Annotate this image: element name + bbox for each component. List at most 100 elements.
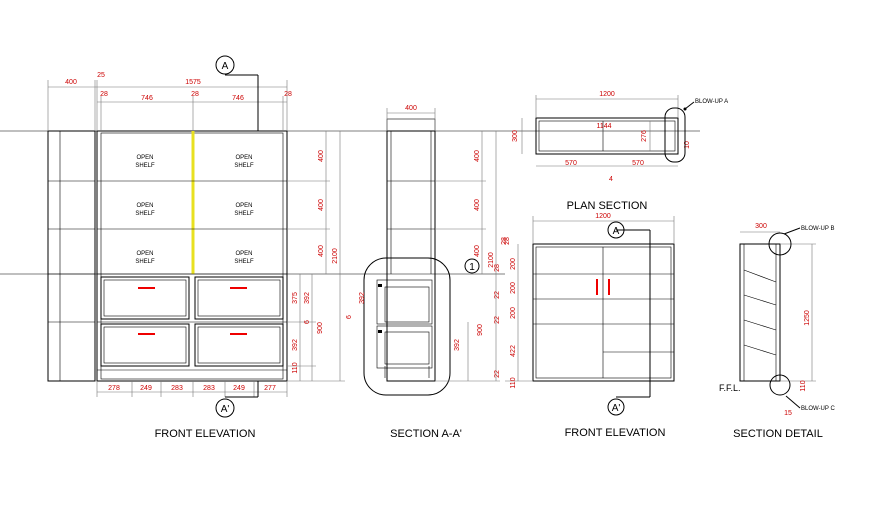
dim-bottom: 278 (108, 385, 120, 392)
dim-section-height: 400 400 400 2100 28 28 392 6 900 392 (346, 150, 508, 351)
dim-cabinet-2-height: 28 200 200 200 422 110 22 22 22 (494, 237, 517, 389)
dim-cabinet-2-width: 1200 (595, 213, 611, 220)
dim-plan-width: 1200 (599, 91, 615, 98)
title-front-elevation-1: FRONT ELEVATION (155, 428, 256, 440)
blowup-a-outline (664, 107, 686, 163)
dim-detail-height: 1250 (804, 310, 811, 326)
cabinet-2-outline (532, 243, 675, 382)
shelf-label: SHELF (234, 163, 254, 169)
svg-text:400: 400 (474, 245, 481, 257)
section-marker-a-prime-2 (607, 398, 625, 416)
dim-top-part: 28 (100, 91, 108, 98)
svg-text:392: 392 (359, 292, 366, 304)
svg-text:200: 200 (510, 258, 517, 270)
dim-plan-inner: 1144 (596, 123, 611, 130)
svg-text:OPEN: OPEN (235, 251, 252, 257)
svg-text:OPEN: OPEN (235, 203, 252, 209)
blowup-b-label: BLOW-UP B (801, 226, 834, 232)
drawer-section-lower (376, 325, 433, 369)
svg-text:2100: 2100 (332, 248, 339, 264)
section-marker-a-prime (215, 398, 235, 418)
svg-text:392: 392 (454, 339, 461, 351)
svg-text:2100: 2100 (488, 252, 495, 268)
svg-text:SHELF: SHELF (234, 259, 254, 265)
dim-plan-gap: 4 (609, 176, 613, 183)
title-front-elevation-2: FRONT ELEVATION (565, 427, 666, 439)
svg-text:SHELF: SHELF (135, 259, 155, 265)
svg-text:SHELF: SHELF (135, 211, 155, 217)
svg-text:392: 392 (304, 292, 311, 304)
plan-outline (535, 117, 679, 155)
dim-top-part: 746 (232, 95, 244, 102)
detail-outline (739, 243, 781, 382)
ffl-label: F.F.L. (719, 383, 741, 393)
section-marker-a-2 (607, 221, 625, 239)
detail-marker-1 (464, 258, 480, 274)
section-aa: 400 400 400 400 2100 28 28 392 6 900 392… (346, 105, 508, 440)
svg-text:OPEN: OPEN (136, 203, 153, 209)
svg-text:400: 400 (474, 150, 481, 162)
front-elevation-2: 1200 28 200 200 200 422 110 22 22 22 A A… (494, 213, 675, 439)
svg-text:SHELF: SHELF (234, 163, 254, 169)
svg-text:28: 28 (504, 237, 511, 245)
svg-text:200: 200 (510, 282, 517, 294)
shelf-label: SHELF (234, 211, 254, 217)
svg-text:22: 22 (494, 291, 501, 299)
title-section-aa: SECTION A-A' (390, 428, 462, 440)
svg-text:900: 900 (477, 324, 484, 336)
dim-shelf-height: 400 400 400 2100 375 392 6 392 110 900 (292, 150, 339, 374)
dim-top-part: 746 (141, 95, 153, 102)
svg-text:110: 110 (292, 362, 299, 373)
dim-side-width: 400 (65, 79, 77, 86)
section-cabinet (386, 130, 436, 382)
title-plan-section: PLAN SECTION (567, 200, 648, 212)
blowup-c-label: BLOW-UP C (801, 406, 835, 412)
shelf-label: SHELF (135, 211, 155, 217)
side-panel-unit (47, 130, 96, 382)
dim-plan-right: 570 (632, 160, 644, 167)
svg-text:A': A' (221, 404, 230, 415)
shelf-label: OPEN (136, 251, 153, 257)
shelf-label: OPEN (235, 251, 252, 257)
svg-text:375: 375 (292, 292, 299, 304)
dim-bottom: 283 (203, 385, 215, 392)
blowup-outline (363, 257, 451, 396)
dim-detail-width: 300 (755, 223, 767, 230)
dim-total-width: 1575 (185, 79, 201, 86)
shelf-label: OPEN (136, 155, 153, 161)
svg-text:400: 400 (318, 199, 325, 211)
svg-text:OPEN: OPEN (235, 155, 252, 161)
dim-bottom: 277 (264, 385, 276, 392)
svg-text:SHELF: SHELF (135, 163, 155, 169)
dim-top-part: 28 (191, 91, 199, 98)
blowup-a-label: BLOW-UP A (695, 99, 728, 105)
svg-text:22: 22 (494, 316, 501, 324)
blowup-b-circle (768, 232, 792, 256)
svg-text:SHELF: SHELF (234, 211, 254, 217)
drawer-2 (194, 276, 284, 320)
dim-plan-depth: 300 (512, 130, 519, 142)
svg-text:6: 6 (346, 315, 353, 319)
shelf-label: OPEN (235, 203, 252, 209)
svg-text:28: 28 (494, 264, 501, 272)
blowup-c-circle (769, 374, 791, 396)
dim-plan-side: 10 (684, 141, 691, 149)
shelf-label: SHELF (135, 163, 155, 169)
svg-text:28: 28 (501, 237, 508, 245)
svg-text:422: 422 (510, 345, 517, 357)
dim-bottom: 249 (233, 385, 245, 392)
title-section-detail: SECTION DETAIL (733, 428, 823, 440)
plan-section: 1200 1144 570 570 4 300 276 10 BLOW-UP A… (512, 91, 728, 212)
svg-text:22: 22 (494, 370, 501, 378)
section-marker-a (215, 55, 235, 75)
dim-plan-inner-depth: 276 (641, 130, 648, 142)
dim-top-part: 28 (284, 91, 292, 98)
svg-text:400: 400 (318, 245, 325, 257)
dim-detail-bottom: 15 (784, 410, 792, 417)
svg-text:A': A' (612, 403, 621, 414)
dim-gap: 25 (97, 72, 105, 79)
svg-text:OPEN: OPEN (136, 155, 153, 161)
svg-text:OPEN: OPEN (136, 251, 153, 257)
svg-text:900: 900 (317, 322, 324, 334)
